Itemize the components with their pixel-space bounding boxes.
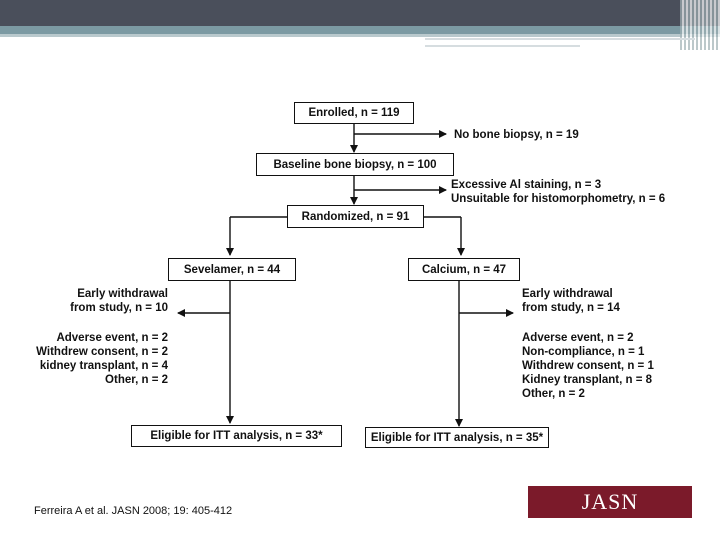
exclusion-note: Excessive Al staining, n = 3 Unsuitable … xyxy=(451,178,665,206)
right-reason-item: Adverse event, n = 2 xyxy=(522,332,634,344)
right-reason-item: Other, n = 2 xyxy=(522,388,585,400)
right-reason-item: Withdrew consent, n = 1 xyxy=(522,360,654,372)
left-reason-item: kidney transplant, n = 4 xyxy=(39,360,168,372)
sevelamer-arm-box: Sevelamer, n = 44 xyxy=(168,258,296,281)
right-withdrawal-line-1: Early withdrawal xyxy=(522,288,613,300)
right-reason-item: Kidney transplant, n = 8 xyxy=(522,374,653,386)
right-withdrawal-line-2: from study, n = 14 xyxy=(522,302,620,314)
slide-header-accent-thin xyxy=(0,34,720,37)
itt-right-box: Eligible for ITT analysis, n = 35* xyxy=(365,427,549,448)
no-biopsy-note: No bone biopsy, n = 19 xyxy=(454,129,579,141)
left-withdrawal-line-2: from study, n = 10 xyxy=(70,302,168,314)
left-withdrawal-line-1: Early withdrawal xyxy=(77,288,168,300)
baseline-biopsy-box: Baseline bone biopsy, n = 100 xyxy=(256,153,454,176)
randomized-box: Randomized, n = 91 xyxy=(287,205,424,228)
citation: Ferreira A et al. JASN 2008; 19: 405-412 xyxy=(34,505,233,517)
jasn-logo: JASN xyxy=(528,486,692,518)
exclusion-al-staining: Excessive Al staining, n = 3 xyxy=(451,179,602,191)
right-withdrawal-note: Early withdrawal from study, n = 14 xyxy=(522,287,620,315)
left-reason-item: Adverse event, n = 2 xyxy=(56,332,168,344)
left-withdrawal-note: Early withdrawal from study, n = 10 xyxy=(40,287,168,315)
slide-header-accent xyxy=(0,26,720,34)
left-reasons-list: Adverse event, n = 2 Withdrew consent, n… xyxy=(10,331,168,387)
right-reasons-list: Adverse event, n = 2 Non-compliance, n =… xyxy=(522,331,654,401)
calcium-arm-box: Calcium, n = 47 xyxy=(408,258,520,281)
right-reason-item: Non-compliance, n = 1 xyxy=(522,346,645,358)
left-reason-item: Withdrew consent, n = 2 xyxy=(36,346,168,358)
itt-left-box: Eligible for ITT analysis, n = 33* xyxy=(131,425,342,447)
header-decor-line xyxy=(425,45,580,47)
enrolled-box: Enrolled, n = 119 xyxy=(294,102,414,124)
exclusion-histomorphometry: Unsuitable for histomorphometry, n = 6 xyxy=(451,193,666,205)
header-corner-stripes xyxy=(680,0,720,50)
left-reason-item: Other, n = 2 xyxy=(105,374,168,386)
slide-header-bar xyxy=(0,0,720,26)
header-decor-line xyxy=(425,38,695,40)
